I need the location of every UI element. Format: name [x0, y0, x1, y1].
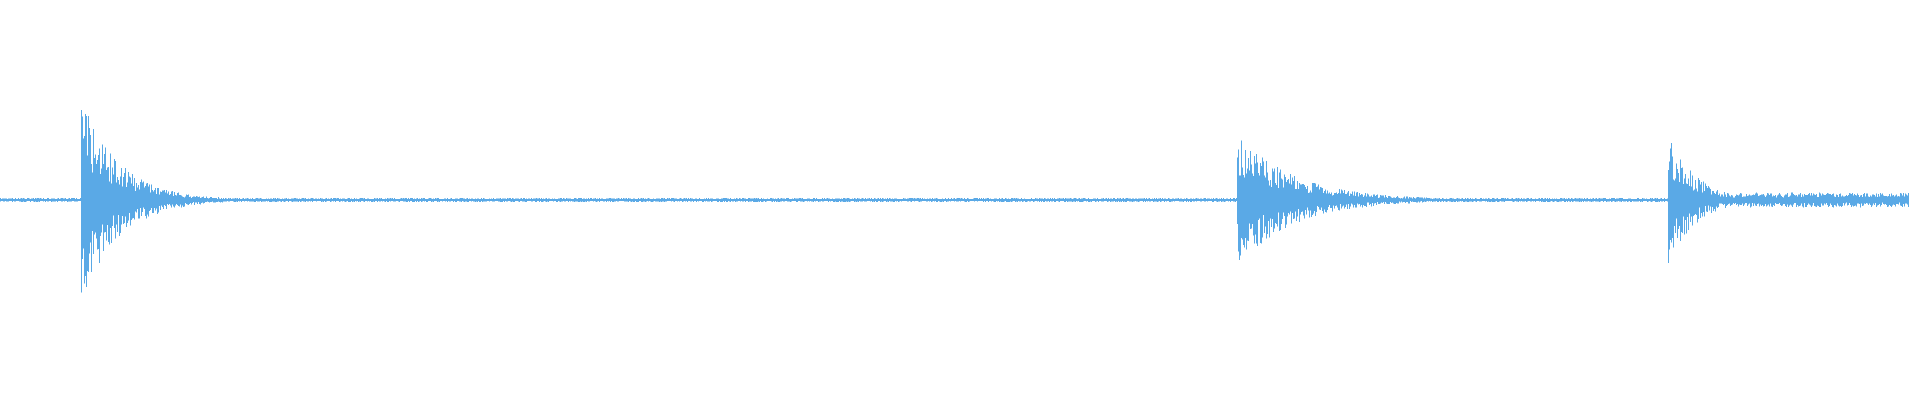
- waveform-path: [0, 110, 1909, 293]
